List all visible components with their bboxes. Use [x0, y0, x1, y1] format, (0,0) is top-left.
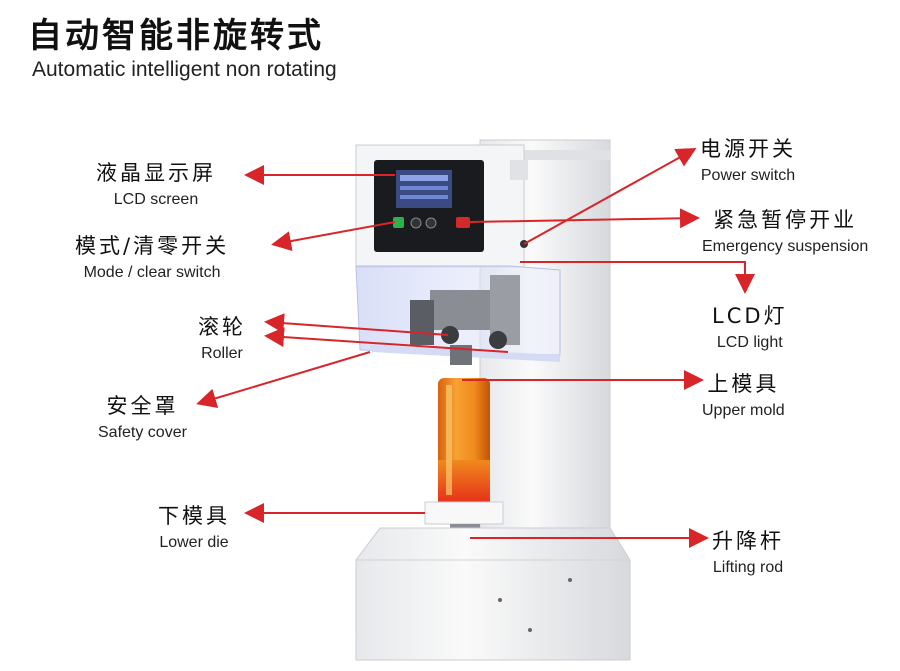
- arrow-emergency: [469, 208, 700, 229]
- minus-button: [425, 217, 437, 229]
- label-upper-mold-cn: 上模具: [707, 372, 780, 396]
- mode-button: [393, 217, 404, 228]
- label-power-switch-en: Power switch: [700, 167, 796, 184]
- arrow-roller-2: [264, 327, 509, 353]
- label-safety-cover-cn: 安全罩: [106, 394, 179, 418]
- sealing-mechanism: [410, 275, 520, 365]
- label-mode-clear-cn: 模式/清零开关: [75, 234, 230, 258]
- label-safety-cover-en: Safety cover: [98, 424, 187, 441]
- label-roller: 滚轮 Roller: [198, 311, 246, 363]
- label-lifting-rod-cn: 升降杆: [712, 529, 784, 553]
- page-subtitle: Automatic intelligent non rotating: [32, 58, 337, 81]
- label-upper-mold-en: Upper mold: [702, 402, 785, 419]
- label-lcd-light-en: LCD light: [716, 334, 783, 351]
- callout-arrows: [196, 148, 755, 548]
- label-safety-cover: 安全罩 Safety cover: [98, 390, 187, 442]
- page-title: 自动智能非旋转式: [28, 16, 324, 56]
- arrow-safety-cover: [196, 351, 371, 408]
- label-lcd-screen: 液晶显示屏 LCD screen: [96, 157, 216, 209]
- plus-button: [410, 217, 422, 229]
- label-lower-die-en: Lower die: [159, 534, 229, 551]
- label-emergency-cn: 紧急暂停开业: [713, 208, 858, 232]
- arrow-mode-clear: [271, 221, 396, 251]
- machine-base: [355, 527, 631, 661]
- label-upper-mold: 上模具 Upper mold: [702, 368, 785, 420]
- label-power-switch-cn: 电源开关: [700, 137, 796, 161]
- label-lifting-rod-en: Lifting rod: [712, 559, 784, 576]
- label-lcd-screen-en: LCD screen: [113, 191, 199, 208]
- label-mode-clear-en: Mode / clear switch: [83, 264, 221, 281]
- can: [438, 378, 490, 503]
- arrow-power-switch: [523, 148, 697, 245]
- label-lcd-light: LCD灯 LCD light: [712, 300, 788, 352]
- label-lower-die: 下模具 Lower die: [158, 500, 230, 552]
- label-mode-clear: 模式/清零开关 Mode / clear switch: [75, 230, 229, 282]
- machine-head: [355, 144, 528, 268]
- label-emergency-en: Emergency suspension: [702, 238, 869, 255]
- label-roller-cn: 滚轮: [198, 315, 246, 339]
- roller: [441, 326, 459, 344]
- label-lower-die-cn: 下模具: [158, 504, 230, 528]
- label-lcd-light-cn: LCD灯: [712, 304, 788, 328]
- label-lifting-rod: 升降杆 Lifting rod: [712, 525, 784, 577]
- arrow-roller-1: [264, 313, 449, 336]
- label-roller-en: Roller: [201, 345, 243, 362]
- label-lcd-screen-cn: 液晶显示屏: [96, 161, 216, 185]
- label-emergency: 紧急暂停开业 Emergency suspension: [702, 204, 868, 256]
- arrow-lcd-light: [520, 261, 755, 294]
- stop-button: [456, 217, 470, 228]
- label-power-switch: 电源开关 Power switch: [700, 133, 796, 185]
